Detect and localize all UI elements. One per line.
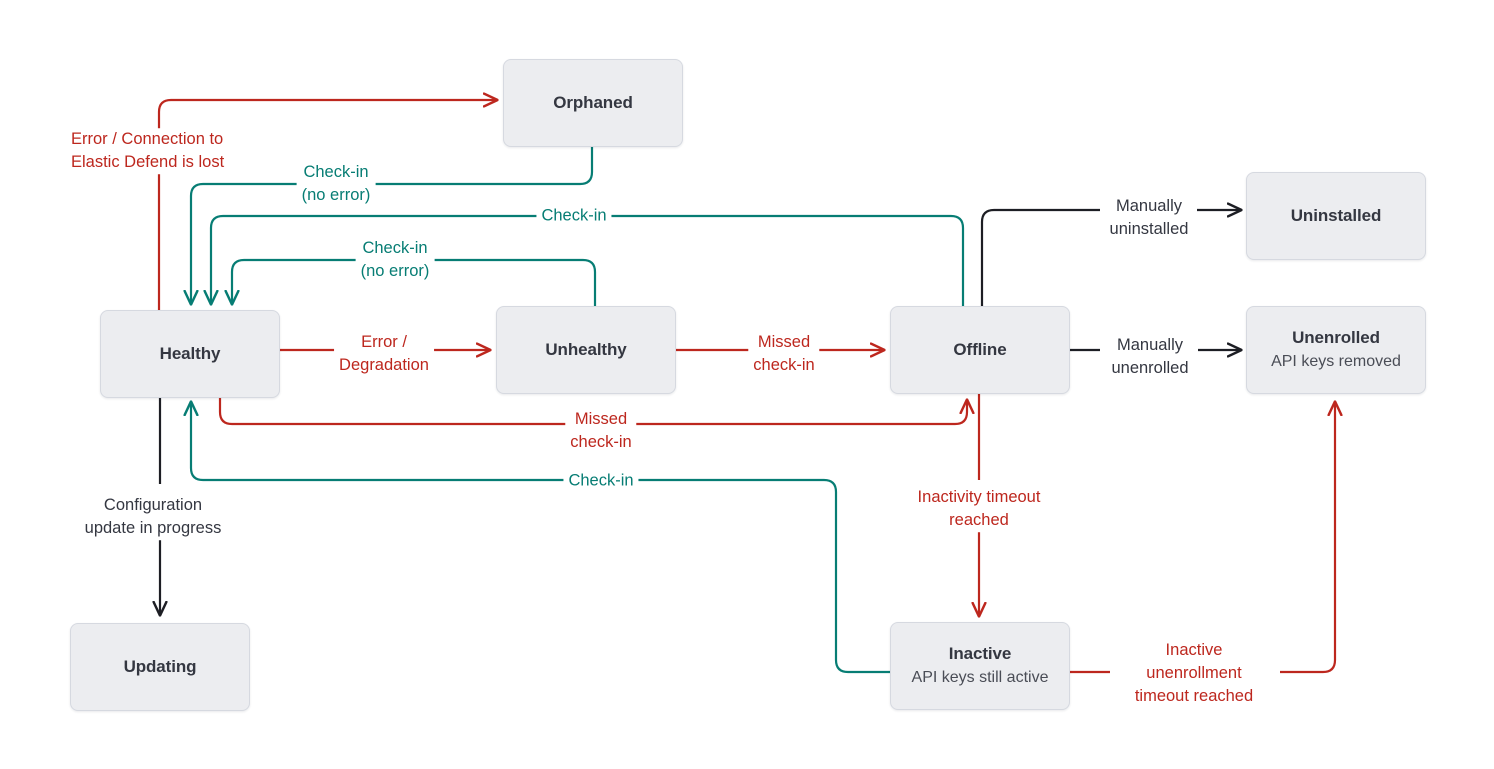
state-node-updating[interactable]: Updating: [70, 623, 250, 711]
edge-label-error-connection-lost: Error / Connection to Elastic Defend is …: [66, 128, 230, 174]
state-node-orphaned[interactable]: Orphaned: [503, 59, 683, 147]
edge-label-checkin-no-error-unhealthy: Check-in (no error): [355, 237, 435, 283]
state-node-inactive[interactable]: Inactive API keys still active: [890, 622, 1070, 710]
state-title-uninstalled: Uninstalled: [1290, 205, 1382, 225]
state-title-unenrolled: Unenrolled: [1292, 327, 1380, 347]
state-node-unhealthy[interactable]: Unhealthy: [496, 306, 676, 394]
edge-label-manually-uninstalled: Manually uninstalled: [1104, 195, 1194, 241]
edge-label-inactive-unenrollment: Inactive unenrollment timeout reached: [1129, 638, 1259, 708]
edge-label-checkin-offline-top: Check-in: [536, 204, 612, 228]
edge-label-checkin-inactive: Check-in: [563, 469, 639, 493]
state-node-offline[interactable]: Offline: [890, 306, 1070, 394]
state-title-unhealthy: Unhealthy: [545, 339, 627, 359]
state-title-offline: Offline: [953, 339, 1007, 359]
edge-label-checkin-no-error-orphaned: Check-in (no error): [296, 161, 376, 207]
state-node-uninstalled[interactable]: Uninstalled: [1246, 172, 1426, 260]
edge-label-missed-checkin-healthy: Missed check-in: [565, 408, 637, 454]
edge-healthy-to-orphaned: [157, 100, 497, 398]
edge-label-configuration-update: Configuration update in progress: [79, 494, 227, 540]
state-node-unenrolled[interactable]: Unenrolled API keys removed: [1246, 306, 1426, 394]
edge-inactive-to-unenrolled: [1070, 402, 1335, 674]
edge-label-manually-unenrolled: Manually unenrolled: [1106, 334, 1194, 380]
edge-label-inactivity-timeout: Inactivity timeout reached: [912, 486, 1046, 532]
edge-offline-to-uninstalled: [980, 210, 1241, 306]
edge-label-error-degradation: Error / Degradation: [334, 331, 434, 377]
state-title-healthy: Healthy: [159, 343, 221, 363]
state-node-healthy[interactable]: Healthy: [100, 310, 280, 398]
edge-orphaned-to-healthy: [191, 146, 594, 304]
state-subtitle-inactive: API keys still active: [911, 669, 1049, 687]
state-title-updating: Updating: [123, 656, 197, 676]
state-title-inactive: Inactive: [948, 643, 1012, 663]
state-subtitle-unenrolled: API keys removed: [1271, 353, 1401, 371]
edge-label-missed-checkin-unhealthy: Missed check-in: [748, 331, 820, 377]
state-title-orphaned: Orphaned: [553, 92, 633, 112]
edge-inactive-to-healthy: [191, 402, 890, 674]
